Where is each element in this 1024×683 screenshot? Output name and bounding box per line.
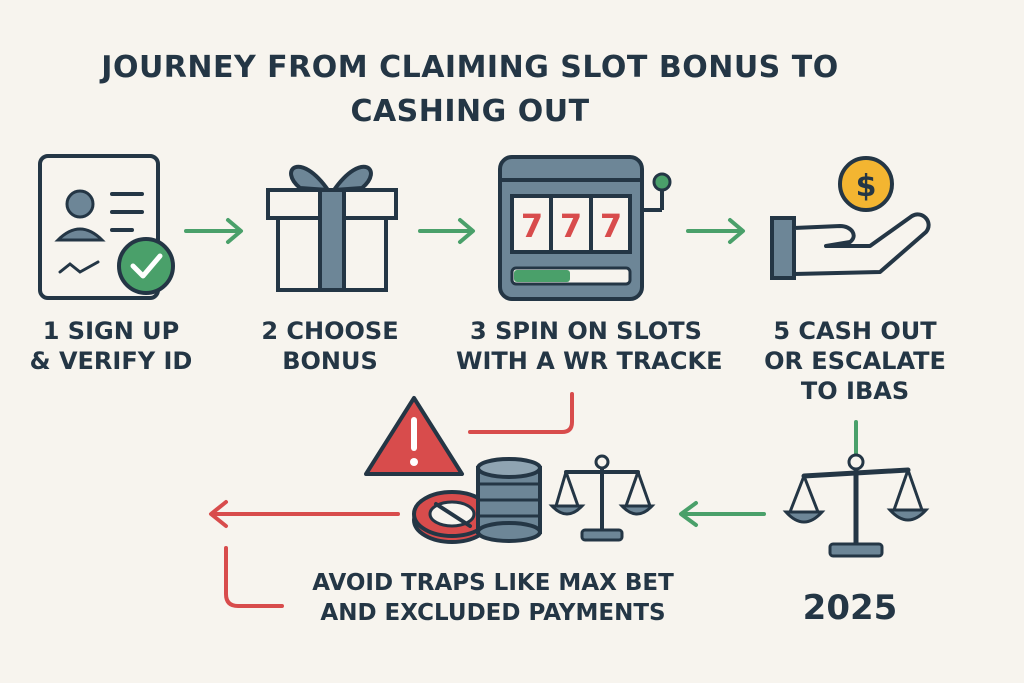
trap-bracket — [224, 546, 284, 608]
flow-arrow-escalate — [679, 501, 766, 527]
slot-reel-2: 7 — [560, 207, 582, 245]
step-1-label: 1 SIGN UP & VERIFY ID — [29, 317, 193, 375]
page-title: JOURNEY FROM CLAIMING SLOT BONUS TO CASH… — [40, 46, 900, 134]
slot-machine-icon: 7 7 7 — [498, 155, 672, 301]
step-5-label: 5 CASH OUT OR ESCALATE TO IBAS — [764, 317, 946, 405]
title-line-1: JOURNEY FROM CLAIMING SLOT BONUS TO — [101, 50, 839, 85]
trap-connector — [468, 392, 574, 434]
id-card-icon — [38, 154, 160, 300]
warning-icon — [364, 396, 464, 476]
title-line-2: CASHING OUT — [350, 94, 590, 129]
slot-reel-3: 7 — [600, 207, 622, 245]
step-3-label: 3 SPIN ON SLOTS WITH A WR TRACKE — [456, 317, 723, 375]
coin-dollar-sign: $ — [856, 169, 877, 204]
flow-arrow-1 — [184, 218, 243, 244]
trap-warning-text: AVOID TRAPS LIKE MAX BET AND EXCLUDED PA… — [312, 570, 674, 626]
gift-box-icon — [266, 164, 398, 292]
flow-arrow-3 — [686, 218, 745, 244]
slot-reel-1: 7 — [521, 207, 543, 245]
check-badge-icon — [117, 237, 175, 295]
scales-icon — [548, 454, 656, 542]
trap-arrow-left — [209, 500, 400, 528]
step-2-label: 2 CHOOSE BONUS — [261, 317, 399, 375]
hand-coin-icon: $ — [770, 156, 931, 280]
scales-icon — [782, 453, 930, 558]
year-label: 2025 — [802, 588, 898, 628]
coin-stack-icon — [476, 457, 542, 543]
flow-arrow-2 — [418, 218, 475, 244]
